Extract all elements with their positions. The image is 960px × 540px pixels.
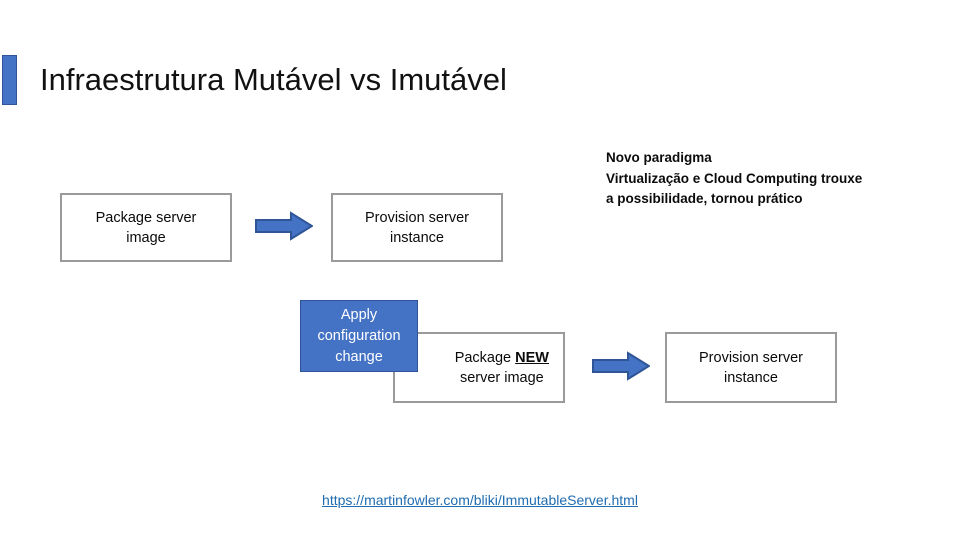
arrow-right-icon-1 <box>255 211 314 241</box>
flow-node-package-new-emphasis: NEW <box>515 349 549 366</box>
flow-node-package-new-image: Package NEW server image <box>393 332 565 403</box>
flow-node-provision-instance-1-label: Provision server instance <box>359 208 475 248</box>
flow-node-apply-configuration-change-label: Apply configuration change <box>317 305 400 368</box>
flow-node-apply-line1: Apply <box>340 306 378 323</box>
title-accent-bar <box>2 55 17 105</box>
flow-node-provision-instance-2: Provision server instance <box>665 332 837 403</box>
flow-node-apply-line3: change <box>335 348 383 365</box>
note-line-1: Novo paradigma <box>606 150 712 165</box>
flow-node-provision-instance-1-line2: instance <box>389 229 444 246</box>
source-link[interactable]: https://martinfowler.com/bliki/Immutable… <box>322 492 638 508</box>
note-paragraph: Novo paradigma Virtualização e Cloud Com… <box>606 148 936 210</box>
flow-node-package-image-line2: image <box>126 229 166 246</box>
flow-node-package-image: Package server image <box>60 193 232 262</box>
flow-node-apply-configuration-change: Apply configuration change <box>300 300 418 372</box>
flow-node-package-image-label: Package server image <box>90 208 203 248</box>
flow-node-package-new-image-line2: server image <box>459 369 544 386</box>
flow-node-package-new-image-line1: Package NEW <box>455 350 549 366</box>
arrow-right-icon-2 <box>592 351 651 381</box>
flow-node-provision-instance-2-line2: instance <box>723 369 778 386</box>
flow-node-provision-instance-1-line1: Provision server <box>365 209 469 226</box>
note-line-2: Virtualização e Cloud Computing trouxe <box>606 170 863 186</box>
flow-node-apply-line2: configuration <box>317 327 401 344</box>
page-title: Infraestrutura Mutável vs Imutável <box>40 62 507 97</box>
flow-node-package-image-line1: Package server <box>95 209 197 226</box>
flow-node-provision-instance-1: Provision server instance <box>331 193 503 262</box>
flow-node-provision-instance-2-line1: Provision server <box>699 349 803 366</box>
flow-node-package-new-prefix: Package <box>454 349 516 366</box>
note-line-3: a possibilidade, tornou prático <box>606 191 803 206</box>
flow-node-provision-instance-2-label: Provision server instance <box>693 348 809 388</box>
flow-node-package-new-image-label: Package NEW server image <box>413 348 563 388</box>
